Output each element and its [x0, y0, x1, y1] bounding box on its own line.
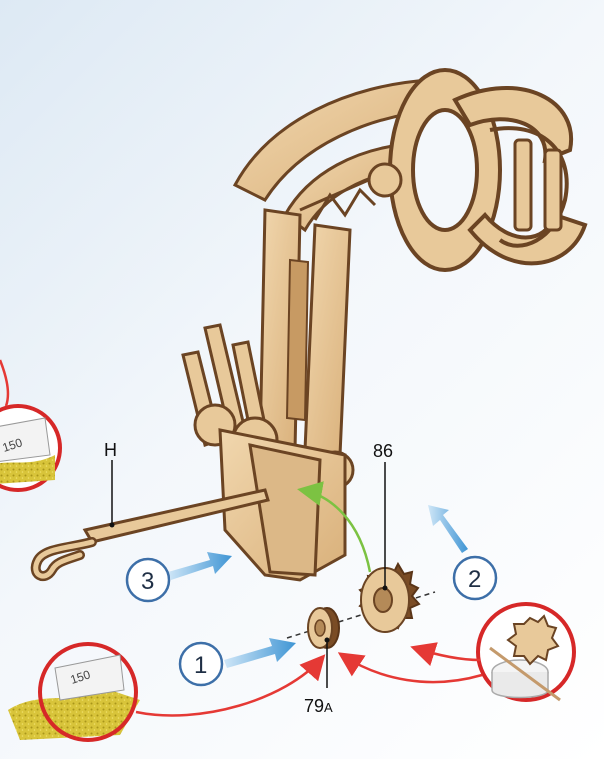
spacer-79a-label: 79A — [304, 696, 333, 716]
red-line-top — [0, 360, 8, 406]
hook-label: H — [104, 440, 117, 460]
glue-circle — [478, 604, 574, 700]
step-3-number: 3 — [141, 568, 154, 595]
spacer-79a — [308, 608, 339, 648]
spacer-79a-label-sub: A — [324, 700, 333, 715]
sandpaper-circle-top: 150 — [0, 406, 60, 490]
claw-gripper — [390, 70, 585, 270]
gear-86 — [360, 564, 419, 632]
gear-86-label: 86 — [373, 441, 393, 461]
step-1-number: 1 — [194, 652, 207, 679]
red-arrow-glue-1 — [415, 648, 480, 660]
step-2-badge: 2 — [454, 557, 496, 599]
step-2-number: 2 — [468, 566, 481, 593]
step-1-badge: 1 — [180, 643, 222, 685]
blue-arrow-3 — [168, 552, 232, 580]
sandpaper-circle-bottom: 150 — [8, 644, 140, 740]
arm-gear — [369, 164, 401, 196]
main-body-slot — [287, 260, 308, 420]
step-3-badge: 3 — [127, 559, 169, 601]
spacer-79a-label-main: 79 — [304, 696, 324, 716]
model-assembly — [36, 70, 585, 580]
main-body-right — [305, 225, 350, 455]
blue-arrow-1 — [224, 638, 296, 668]
blue-arrow-2 — [428, 505, 468, 553]
